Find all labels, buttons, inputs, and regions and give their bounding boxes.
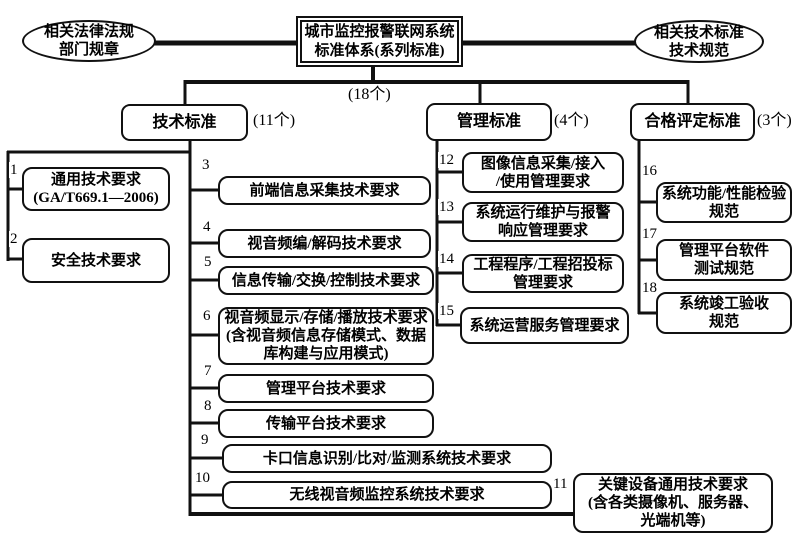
item-6-number: 6 — [202, 308, 212, 324]
item-3-box: 前端信息采集技术要求 — [218, 176, 431, 205]
item-3-line1: 前端信息采集技术要求 — [249, 182, 400, 199]
category-technical-label: 技术标准 — [152, 113, 217, 131]
item-9-line1: 卡口信息识别/比对/监测系统技术要求 — [262, 450, 512, 467]
item-11-line2: (含各类摄像机、服务器、 — [588, 495, 758, 511]
root-title-line2: 标准体系(系列标准) — [314, 42, 445, 59]
category-conformity-label: 合格评定标准 — [644, 113, 741, 130]
item-8-number: 8 — [203, 398, 213, 414]
item-11-line3: 光端机等) — [640, 513, 706, 529]
item-17-line2: 测试规范 — [693, 261, 754, 277]
item-6-line3: 库构建与应用模式) — [263, 346, 389, 362]
item-18-line1: 系统竣工验收 — [678, 296, 769, 312]
item-16-line1: 系统功能/性能检验 — [661, 185, 787, 202]
category-management-label: 管理标准 — [456, 113, 521, 130]
item-10-line1: 无线视音频监控系统技术要求 — [289, 487, 485, 503]
item-7-box: 管理平台技术要求 — [218, 374, 434, 403]
item-11-line1: 关键设备通用技术要求 — [597, 477, 748, 493]
item-12-number: 12 — [438, 152, 455, 168]
item-13-number: 13 — [438, 199, 455, 215]
item-7-number: 7 — [203, 363, 213, 379]
item-2-number: 2 — [9, 231, 19, 247]
root-node: 城市监控报警联网系统 标准体系(系列标准) — [296, 16, 463, 67]
item-4-box: 视音频编/解码技术要求 — [218, 229, 431, 258]
item-15-line1: 系统运营服务管理要求 — [469, 317, 620, 334]
related-standards-node: 相关技术标准 技术规范 — [634, 20, 764, 63]
item-10-box: 无线视音频监控系统技术要求 — [222, 481, 552, 509]
item-5-number: 5 — [203, 254, 213, 270]
item-4-line1: 视音频编/解码技术要求 — [247, 235, 402, 252]
item-18-line2: 规范 — [708, 314, 739, 330]
category-technical-standards: 技术标准 — [121, 104, 248, 141]
category-management-count: (4个) — [554, 112, 589, 129]
total-count-label: (18个) — [348, 86, 391, 103]
item-3-number: 3 — [201, 157, 211, 173]
item-9-number: 9 — [200, 432, 210, 448]
root-title-line1: 城市监控报警联网系统 — [304, 23, 455, 40]
item-1-box: 通用技术要求 (GA/T669.1—2006) — [22, 167, 170, 211]
item-10-number: 10 — [194, 470, 211, 486]
item-11-box: 关键设备通用技术要求 (含各类摄像机、服务器、 光端机等) — [573, 473, 773, 533]
related-laws-line1: 相关法律法规 — [43, 24, 134, 40]
item-16-number: 16 — [641, 163, 658, 179]
item-18-box: 系统竣工验收 规范 — [656, 292, 792, 334]
item-8-line1: 传输平台技术要求 — [265, 415, 386, 432]
item-14-line1: 工程程序/工程招投标 — [473, 256, 613, 273]
related-standards-line1: 相关技术标准 — [653, 24, 744, 41]
related-laws-line2: 部门规章 — [58, 42, 119, 58]
item-16-line2: 规范 — [708, 203, 739, 220]
item-6-line2: (含视音频信息存储模式、数据 — [226, 328, 426, 344]
item-17-box: 管理平台软件 测试规范 — [656, 239, 792, 281]
related-standards-line2: 技术规范 — [668, 42, 729, 59]
item-6-line1: 视音频显示/存储/播放技术要求 — [224, 310, 428, 326]
item-18-number: 18 — [641, 280, 658, 296]
item-13-line2: 响应管理要求 — [497, 223, 588, 239]
item-1-line1: 通用技术要求 — [50, 172, 141, 188]
item-5-line1: 信息传输/交换/控制技术要求 — [231, 272, 421, 289]
item-6-box: 视音频显示/存储/播放技术要求 (含视音频信息存储模式、数据 库构建与应用模式) — [218, 307, 434, 365]
item-2-box: 安全技术要求 — [22, 238, 170, 283]
item-7-line1: 管理平台技术要求 — [265, 380, 386, 397]
category-management-standards: 管理标准 — [426, 103, 552, 141]
item-13-box: 系统运行维护与报警 响应管理要求 — [462, 202, 624, 242]
item-15-box: 系统运营服务管理要求 — [460, 307, 629, 344]
item-12-box: 图像信息采集/接入 /使用管理要求 — [462, 152, 624, 193]
item-13-line1: 系统运行维护与报警 — [475, 205, 611, 221]
item-17-line1: 管理平台软件 — [678, 243, 769, 259]
item-8-box: 传输平台技术要求 — [218, 409, 434, 438]
item-16-box: 系统功能/性能检验 规范 — [656, 182, 792, 223]
item-4-number: 4 — [202, 219, 212, 235]
item-11-number: 11 — [552, 476, 569, 492]
item-14-box: 工程程序/工程招投标 管理要求 — [462, 254, 624, 293]
item-1-line2: (GA/T669.1—2006) — [33, 190, 159, 206]
item-12-line2: /使用管理要求 — [495, 173, 591, 190]
item-17-number: 17 — [641, 226, 658, 242]
related-laws-node: 相关法律法规 部门规章 — [22, 20, 156, 62]
item-9-box: 卡口信息识别/比对/监测系统技术要求 — [222, 444, 552, 473]
item-14-number: 14 — [438, 251, 455, 267]
category-technical-count: (11个) — [253, 112, 296, 129]
category-conformity-count: (3个) — [757, 112, 792, 129]
root-node-inner: 城市监控报警联网系统 标准体系(系列标准) — [300, 20, 459, 63]
item-1-number: 1 — [9, 162, 19, 178]
category-conformity-standards: 合格评定标准 — [630, 103, 755, 141]
item-12-line1: 图像信息采集/接入 — [480, 155, 606, 172]
item-14-line2: 管理要求 — [512, 274, 573, 291]
item-5-box: 信息传输/交换/控制技术要求 — [218, 266, 434, 295]
item-2-line1: 安全技术要求 — [50, 252, 141, 269]
item-15-number: 15 — [438, 303, 455, 319]
